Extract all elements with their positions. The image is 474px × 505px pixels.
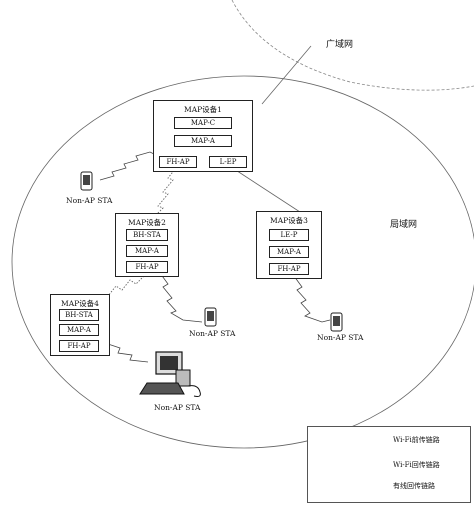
sub-module-map-a: MAP-A: [126, 245, 168, 257]
sub-module-map-c: MAP-C: [174, 117, 232, 129]
lan-boundary: [11, 75, 474, 449]
sub-module-fh-ap: FH-AP: [159, 156, 197, 168]
legend-label-backhaul: Wi-Fi回传链路: [393, 461, 440, 469]
fronthaul-link-map3-phone: [293, 275, 331, 323]
device-title: MAP设备1: [184, 105, 222, 114]
computer-icon: [139, 351, 201, 397]
sub-module-fh-ap: FH-AP: [269, 263, 309, 275]
wan-pointer-line: [261, 45, 312, 105]
wired-link-map1-map3: [227, 164, 301, 213]
fronthaul-link-map1-phone: [99, 151, 159, 181]
sub-module-bh-sta: BH-STA: [59, 309, 99, 321]
station-label: Non-AP STA: [317, 333, 364, 342]
station-label: Non-AP STA: [66, 196, 113, 205]
legend-label-fronthaul: Wi-Fi前传链路: [393, 436, 440, 444]
device-title: MAP设备4: [61, 299, 99, 308]
station-label: Non-AP STA: [154, 403, 201, 412]
sub-module-map-a: MAP-A: [269, 246, 309, 258]
device-title: MAP设备2: [128, 218, 166, 227]
backhaul-link-map2-map4: [107, 275, 145, 297]
phone-icon: [80, 171, 93, 191]
legend-box: [307, 426, 471, 503]
sub-module-fh-ap: FH-AP: [59, 340, 99, 352]
sub-module-map-a: MAP-A: [59, 324, 99, 336]
legend-label-wired: 有线回传链路: [393, 482, 435, 490]
sub-module-l-ep: L-EP: [209, 156, 247, 168]
phone-icon: [204, 307, 217, 327]
wan-boundary: [231, 0, 474, 91]
phone-icon: [330, 312, 343, 332]
map-device-1: MAP设备1 MAP-C MAP-A FH-AP L-EP: [153, 100, 253, 172]
backhaul-link-map1-map2: [154, 167, 177, 217]
sub-module-map-a: MAP-A: [174, 135, 232, 147]
station-label: Non-AP STA: [189, 329, 236, 338]
wan-label: 广域网: [326, 40, 354, 50]
sub-module-le-p: LE-P: [269, 229, 309, 241]
lan-label: 局域网: [390, 220, 418, 230]
sub-module-fh-ap: FH-AP: [126, 261, 168, 273]
fronthaul-link-map4-computer: [107, 343, 149, 363]
device-title: MAP设备3: [270, 216, 308, 225]
map-device-4: MAP设备4 BH-STA MAP-A FH-AP: [50, 294, 110, 356]
fronthaul-link-map2-phone: [159, 272, 203, 323]
sub-module-bh-sta: BH-STA: [126, 229, 168, 241]
map-device-3: MAP设备3 LE-P MAP-A FH-AP: [256, 211, 322, 279]
map-device-2: MAP设备2 BH-STA MAP-A FH-AP: [115, 213, 179, 277]
